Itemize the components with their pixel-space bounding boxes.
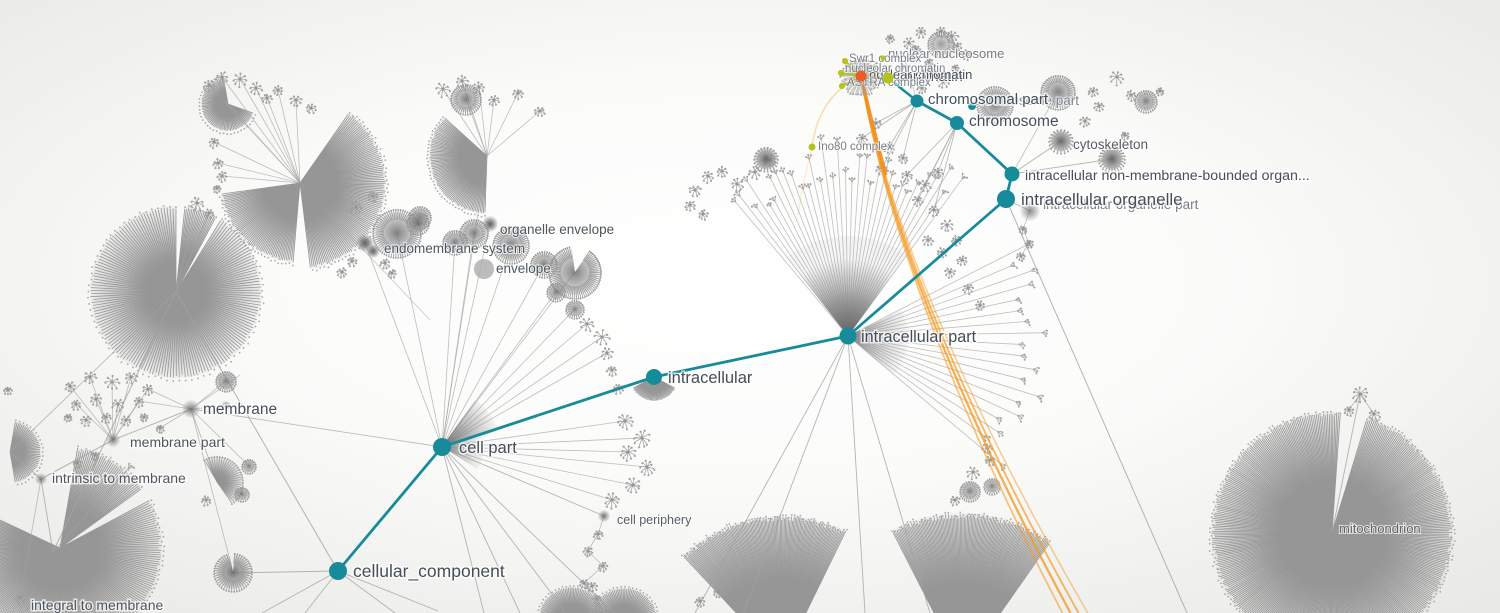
svg-text:mitochondrion: mitochondrion xyxy=(1339,521,1421,536)
svg-text:intracellular organelle: intracellular organelle xyxy=(1021,190,1183,209)
svg-text:chromatin: chromatin xyxy=(897,68,963,85)
svg-text:cell part: cell part xyxy=(459,439,517,457)
svg-text:endomembrane system: endomembrane system xyxy=(384,241,525,256)
svg-text:cell periphery: cell periphery xyxy=(617,513,692,527)
svg-text:intracellular non-membrane-bou: intracellular non-membrane-bounded organ… xyxy=(1025,168,1310,184)
svg-text:nuclear chromatin: nuclear chromatin xyxy=(869,67,972,82)
svg-text:chromosome: chromosome xyxy=(969,113,1059,130)
svg-text:membrane: membrane xyxy=(203,401,277,418)
svg-text:intracellular organelle part: intracellular organelle part xyxy=(1043,197,1199,212)
svg-text:nuclear nucleosome: nuclear nucleosome xyxy=(888,46,1004,61)
svg-text:nucleolar chromatin: nucleolar chromatin xyxy=(845,63,945,75)
svg-text:intracellular part: intracellular part xyxy=(861,328,977,346)
svg-text:cytoskeleton: cytoskeleton xyxy=(1073,137,1148,152)
svg-text:organelle envelope: organelle envelope xyxy=(500,222,614,237)
svg-text:integral to membrane: integral to membrane xyxy=(31,597,164,613)
svg-text:membrane part: membrane part xyxy=(130,434,225,450)
svg-text:intrinsic to membrane: intrinsic to membrane xyxy=(52,470,186,486)
svg-text:chromosome part: chromosome part xyxy=(974,93,1079,108)
svg-text:Ino80 complex: Ino80 complex xyxy=(818,141,893,153)
svg-text:envelope: envelope xyxy=(496,261,551,276)
svg-text:cellular_component: cellular_component xyxy=(353,561,505,582)
svg-text:chromosomal part: chromosomal part xyxy=(928,91,1049,108)
svg-text:intracellular: intracellular xyxy=(668,369,753,387)
